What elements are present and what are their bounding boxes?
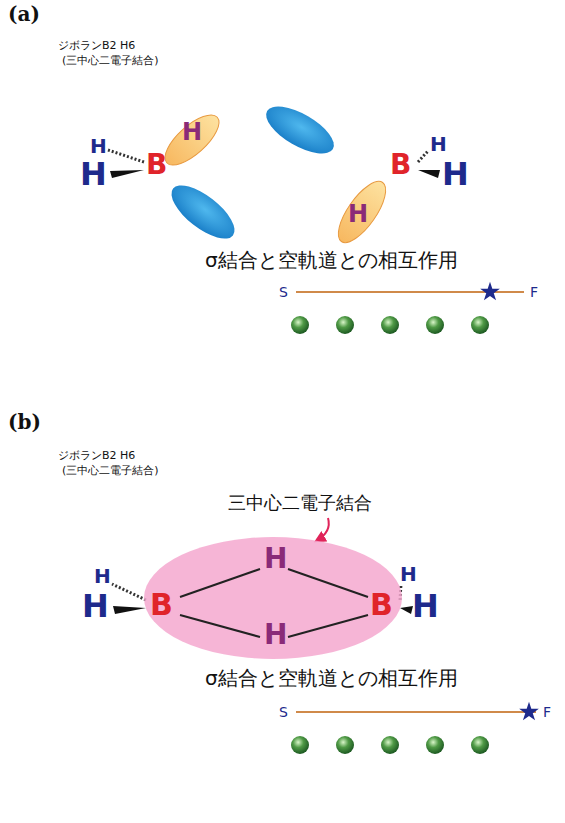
atom-label: H: [400, 564, 417, 584]
slider-label: F: [530, 285, 538, 299]
subtitle-text: (三中心二電子結合): [62, 55, 159, 66]
step-ball: [336, 316, 354, 334]
caption-text: σ結合と空軌道との相互作用: [205, 668, 458, 688]
step-ball: [336, 736, 354, 754]
wedge-bond: [418, 170, 440, 178]
atom-label: H: [442, 158, 469, 190]
atom-label: H: [264, 545, 287, 573]
step-ball: [291, 736, 309, 754]
callout-arrow: [316, 518, 329, 541]
caption-text: σ結合と空軌道との相互作用: [205, 250, 458, 270]
atom-label: H: [348, 202, 368, 226]
three-center-bond-region: B H H B: [142, 535, 404, 661]
hashed-bond: [108, 150, 144, 162]
atom-label: H: [264, 621, 287, 649]
step-ball: [426, 316, 444, 334]
atom-label: H: [430, 134, 447, 154]
bond-line: [180, 569, 260, 597]
slider-marker: [480, 282, 500, 301]
step-ball: [426, 736, 444, 754]
atom-label: B: [390, 151, 411, 179]
empty-orbital: [163, 176, 243, 248]
atom-label: H: [94, 566, 111, 586]
atom-label: H: [80, 158, 107, 190]
atom-label: H: [182, 120, 202, 144]
bond-highlight: [144, 537, 402, 659]
step-ball: [381, 736, 399, 754]
step-ball: [291, 316, 309, 334]
slider-label: S: [279, 705, 288, 719]
wedge-bond: [110, 170, 144, 178]
bond-line: [180, 615, 260, 637]
hashed-bond: [112, 584, 146, 600]
atom-label: B: [146, 151, 167, 179]
slider-label: S: [279, 285, 288, 299]
atom-label: H: [82, 590, 109, 622]
bond-line: [288, 615, 368, 637]
atom-label: B: [370, 590, 393, 620]
title-text: ジボランB2 H6: [58, 450, 135, 461]
slider-label: F: [543, 705, 551, 719]
subtitle-text: (三中心二電子結合): [62, 465, 159, 476]
title-text: ジボランB2 H6: [58, 40, 135, 51]
sigma-orbital: [330, 174, 394, 249]
slider-marker: [519, 702, 539, 721]
panel-letter: (b): [8, 412, 41, 432]
sigma-orbital: [157, 107, 226, 173]
panel-letter: (a): [8, 4, 40, 24]
wedge-bond: [400, 606, 413, 614]
wedge-bond: [113, 606, 146, 614]
atom-label: H: [412, 590, 439, 622]
step-ball: [381, 316, 399, 334]
callout-text: 三中心二電子結合: [228, 494, 372, 512]
hashed-bond: [418, 151, 428, 162]
atom-label: B: [150, 590, 173, 620]
empty-orbital: [259, 97, 341, 163]
step-ball: [471, 736, 489, 754]
atom-label: H: [90, 136, 107, 156]
bond-line: [288, 569, 368, 597]
slider-track: [296, 711, 536, 713]
step-ball: [471, 316, 489, 334]
